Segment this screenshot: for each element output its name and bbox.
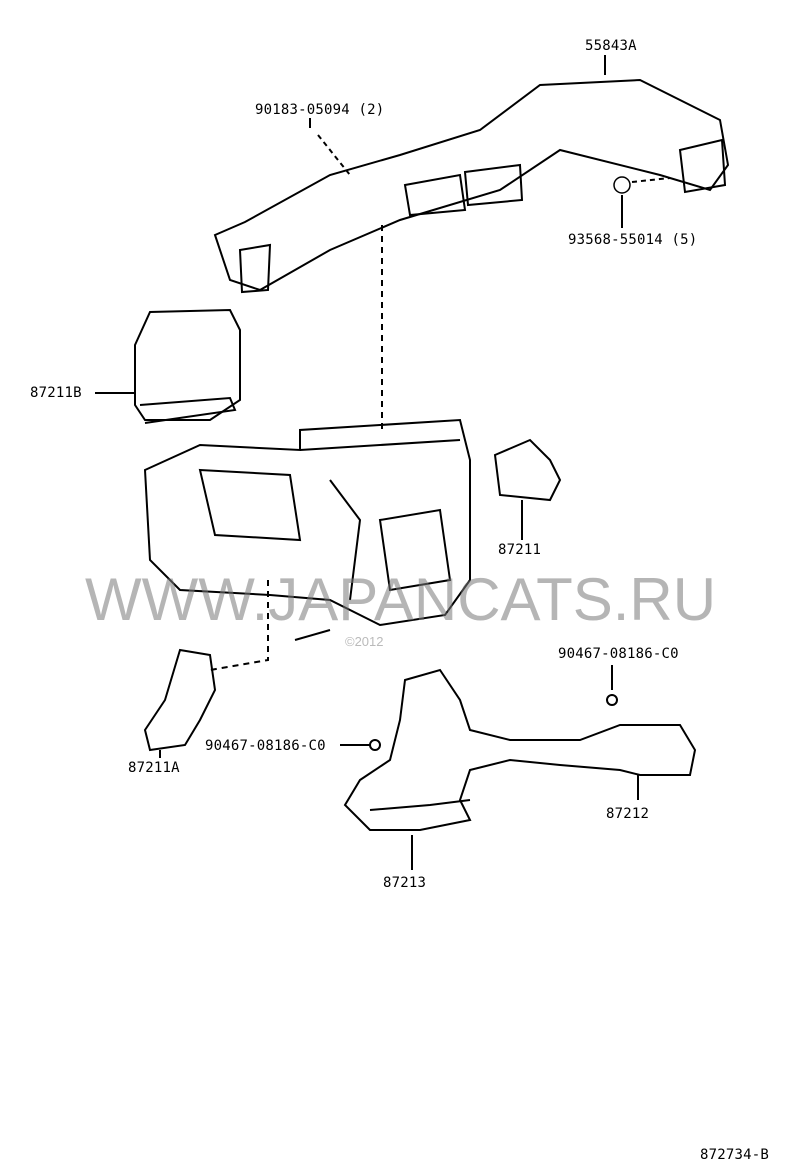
part-label-55843A[interactable]: 55843A	[585, 38, 637, 54]
part-label-87212[interactable]: 87212	[606, 806, 650, 822]
upper-duct-55843A	[213, 78, 730, 294]
part-label-87213[interactable]: 87213	[383, 875, 427, 891]
part-label-90467-left[interactable]: 90467-08186-C0	[205, 738, 326, 754]
part-label-87211[interactable]: 87211	[498, 542, 542, 558]
heater-unit	[143, 418, 471, 641]
duct-87211B	[95, 308, 241, 424]
part-label-87211B[interactable]: 87211B	[30, 385, 82, 401]
part-label-87211A[interactable]: 87211A	[128, 760, 180, 776]
duct-87211A	[143, 648, 217, 752]
duct-87213-87212	[343, 668, 697, 831]
part-label-90467-right[interactable]: 90467-08186-C0	[558, 646, 679, 662]
part-label-93568-55014[interactable]: 93568-55014 (5)	[568, 232, 698, 248]
diagram-id: 872734-B	[700, 1147, 770, 1163]
part-label-90183-05094[interactable]: 90183-05094 (2)	[255, 102, 385, 118]
duct-87211	[493, 438, 562, 502]
watermark: WWW.JAPANCATS.RU	[85, 566, 717, 633]
copyright: ©2012	[345, 634, 384, 649]
